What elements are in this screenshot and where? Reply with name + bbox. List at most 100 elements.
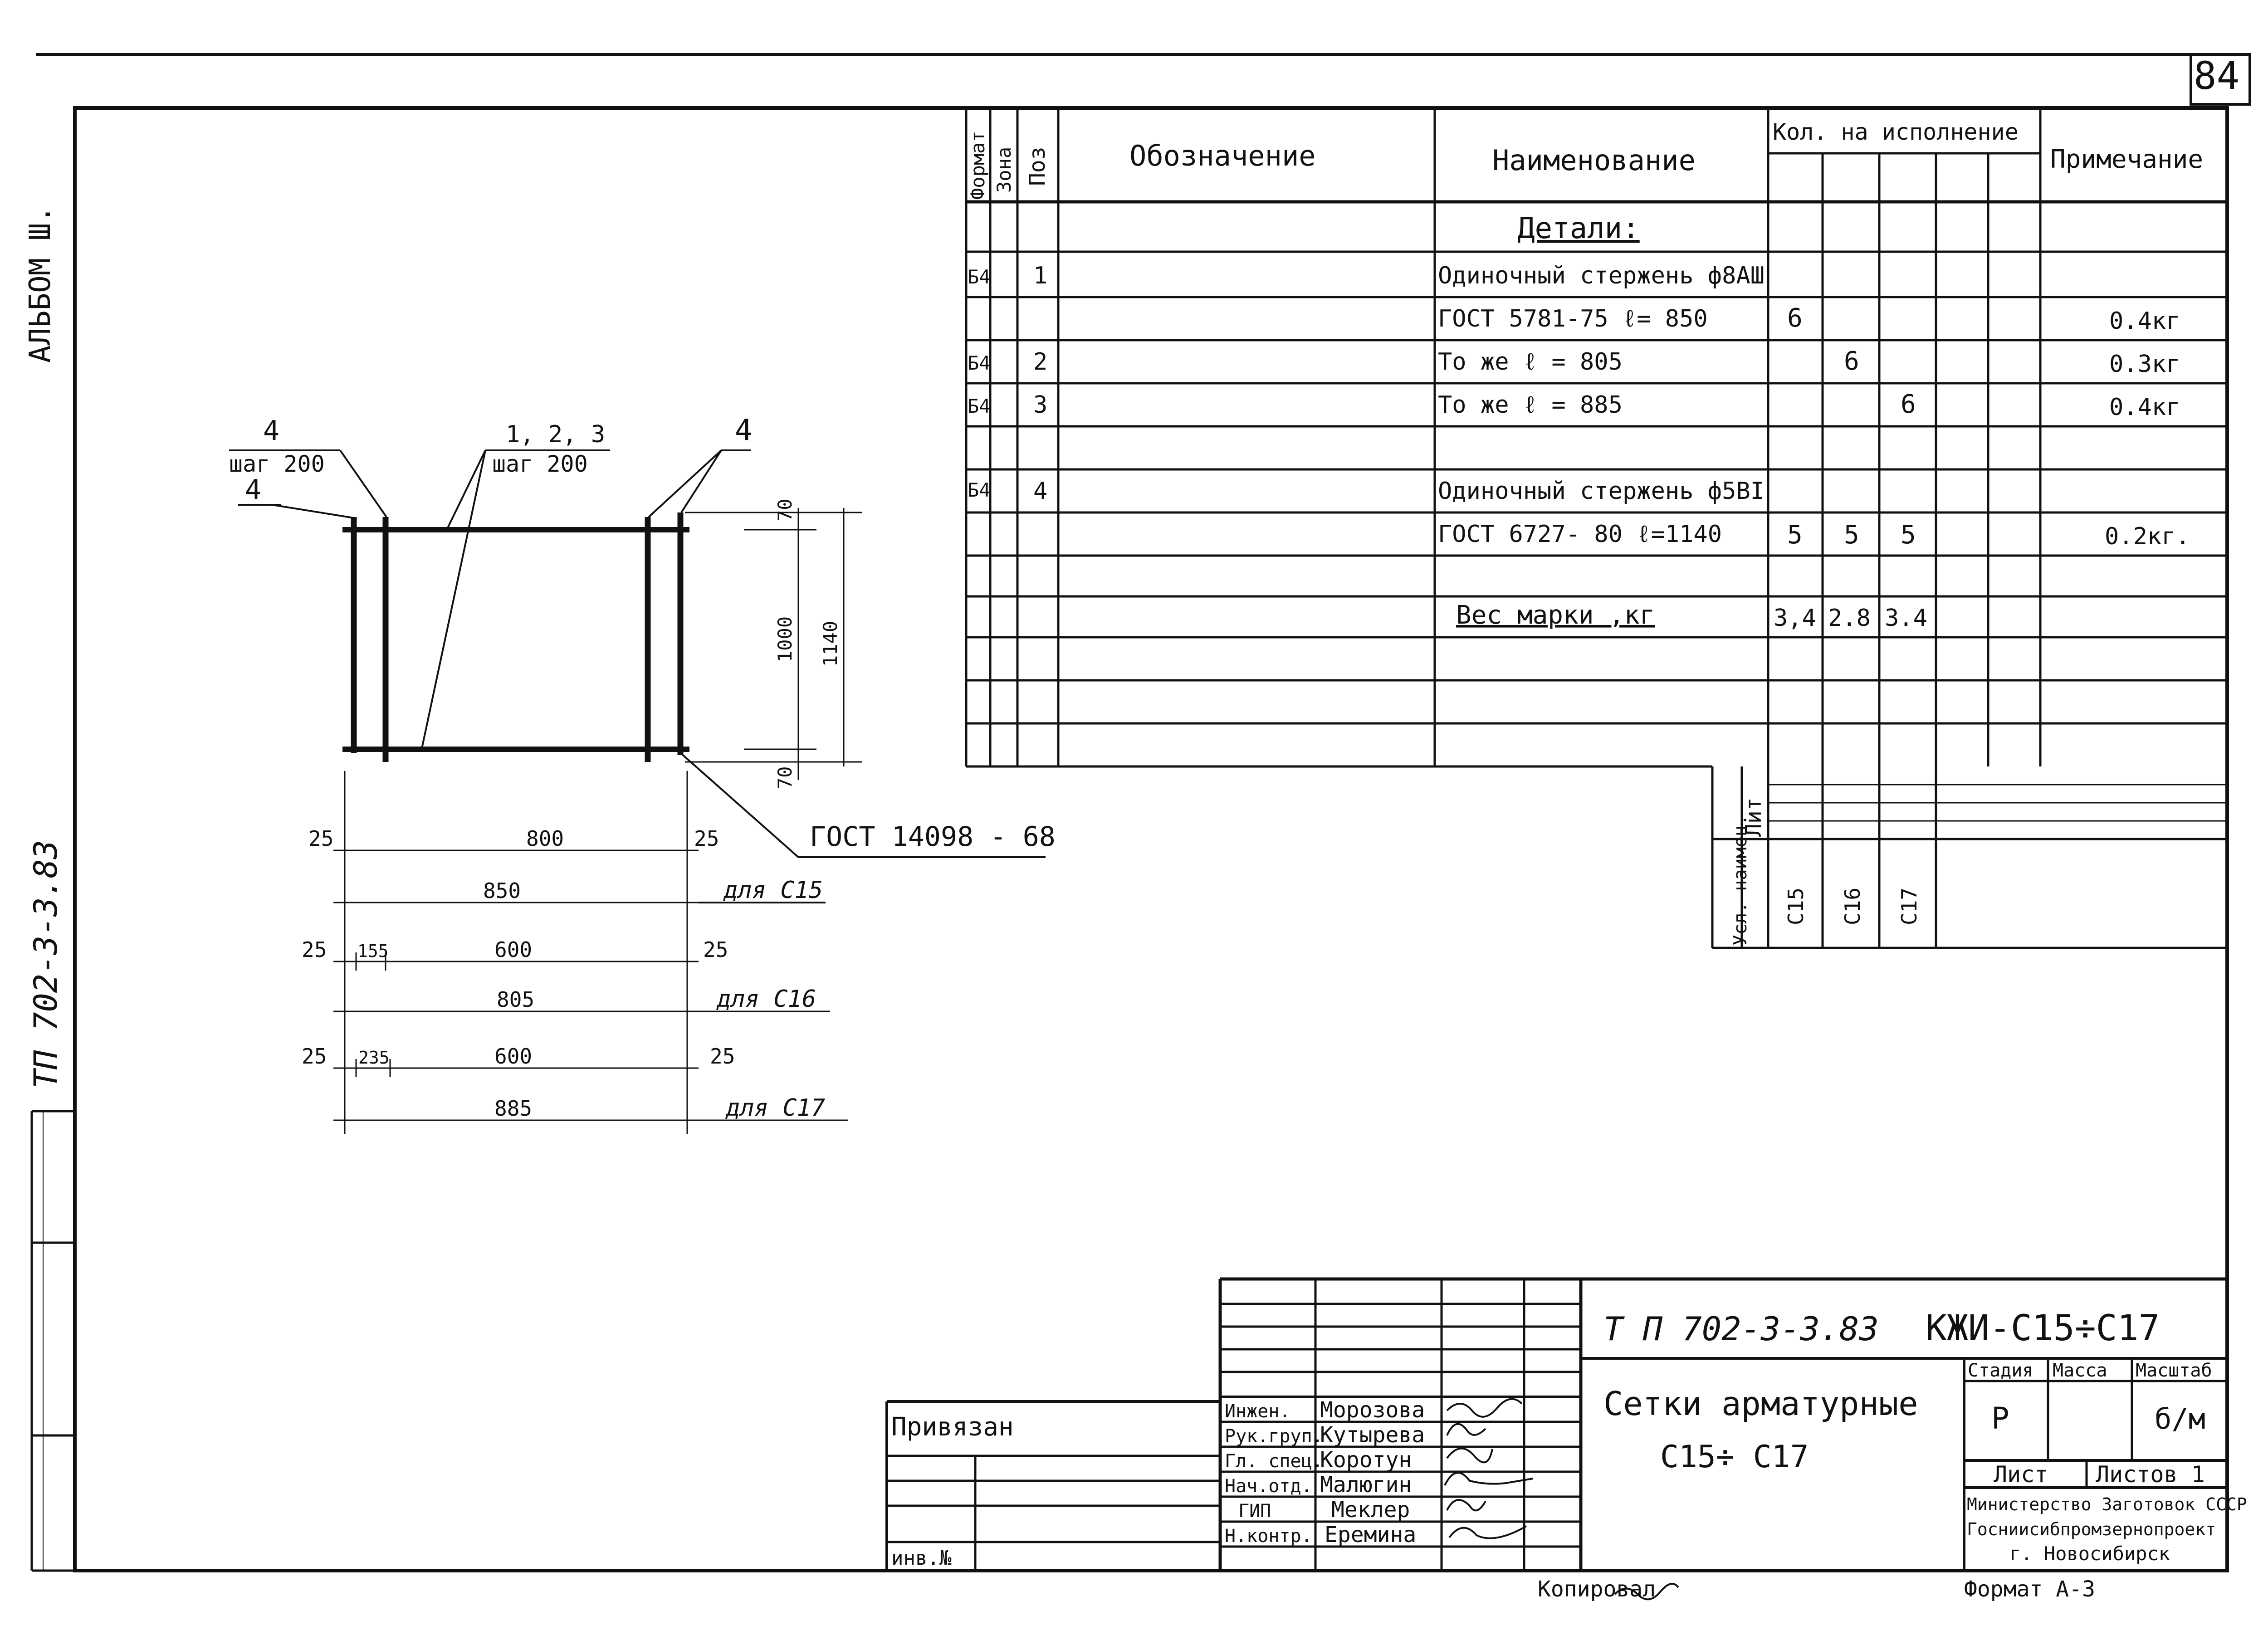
c16-dim-total: 805 xyxy=(497,987,534,1012)
row7-name: ГОСТ 6727- 80 ℓ=1140 xyxy=(1438,521,1722,548)
row3-note: 0.3кг xyxy=(2109,351,2180,378)
mesh-drawing xyxy=(229,449,1046,1134)
row4-format: Б4 xyxy=(968,395,991,417)
scale-label: Масштаб xyxy=(2136,1360,2212,1381)
header-designation: Обозначение xyxy=(1129,139,1316,172)
row2-note: 0.4кг xyxy=(2109,307,2180,335)
c15-dim-right: 25 xyxy=(694,826,719,851)
drawing-title-2: С15÷ С17 xyxy=(1660,1439,1809,1475)
c17-dim-mid: 600 xyxy=(494,1044,532,1069)
c16-dim-right: 25 xyxy=(703,937,728,962)
row3-q2: 6 xyxy=(1844,347,1859,376)
header-name: Наименование xyxy=(1492,144,1696,177)
gost-weld: ГОСТ 14098 - 68 xyxy=(810,821,1056,853)
row9-q2: 2.8 xyxy=(1828,605,1871,632)
sheet-label: Лист xyxy=(1994,1461,2048,1488)
variant-c16: С16 xyxy=(1840,888,1865,925)
c15-dim-left: 25 xyxy=(308,826,333,851)
c15-label: для С15 xyxy=(723,877,823,904)
org-line3: г. Новосибирск xyxy=(2009,1542,2170,1565)
row1-name: Одиночный стержень ф8АШ xyxy=(1438,262,1765,289)
signer-name-3: Коротун xyxy=(1320,1447,1412,1473)
row1-format: Б4 xyxy=(968,266,991,288)
row2-q1: 6 xyxy=(1787,303,1803,333)
dim-1140: 1140 xyxy=(819,621,841,667)
sheets-label: Листов 1 xyxy=(2096,1461,2205,1488)
row6-pos: 4 xyxy=(1033,478,1047,505)
drawing-mark: КЖИ-С15÷С17 xyxy=(1926,1308,2160,1349)
row4-q3: 6 xyxy=(1901,390,1916,419)
signer-name-6: Еремина xyxy=(1325,1522,1416,1547)
signer-role-6: Н.контр. xyxy=(1225,1526,1312,1547)
header-pos: Поз xyxy=(1025,146,1050,186)
org-line2: Госниисибпромзернопроект xyxy=(1967,1519,2216,1539)
section-details: Детали: xyxy=(1517,212,1640,245)
inv-label: инв.№ xyxy=(891,1547,952,1570)
c16-dim-mid: 600 xyxy=(494,937,532,962)
label-step-center: шаг 200 xyxy=(492,451,588,477)
c17-dim-step: 235 xyxy=(358,1048,390,1068)
row3-format: Б4 xyxy=(968,352,991,374)
c17-dim-left: 25 xyxy=(302,1044,327,1069)
c17-dim-total: 885 xyxy=(494,1096,532,1121)
row9-q3: 3.4 xyxy=(1885,605,1927,632)
c17-label: для С17 xyxy=(725,1094,825,1122)
row4-pos: 3 xyxy=(1033,391,1047,419)
row9-q1: 3,4 xyxy=(1774,605,1816,632)
header-note: Примечание xyxy=(2050,145,2203,174)
row7-q1: 5 xyxy=(1787,520,1803,550)
format-label: Формат А-3 xyxy=(1964,1576,2095,1602)
mass-label: Масса xyxy=(2053,1360,2107,1381)
label-bars-123: 1, 2, 3 xyxy=(506,421,605,448)
signer-role-5: ГИП xyxy=(1238,1501,1271,1522)
row4-name: То же ℓ = 885 xyxy=(1438,391,1623,419)
signer-role-3: Гл. спец. xyxy=(1225,1451,1323,1472)
label-bar4-top: 4 xyxy=(263,415,279,447)
margin-project: ТП 702-3-3.83 xyxy=(27,840,64,1088)
linked-label: Привязан xyxy=(891,1412,1014,1442)
label-bar4-mid: 4 xyxy=(245,474,261,506)
row7-note: 0.2кг. xyxy=(2105,523,2190,550)
dim-1000: 1000 xyxy=(774,616,796,662)
header-format: Формат xyxy=(967,131,989,200)
label-step-left: шаг 200 xyxy=(229,451,325,477)
row3-pos: 2 xyxy=(1033,348,1047,376)
drawing-title-1: Сетки арматурные xyxy=(1603,1385,1918,1423)
dim-70-bottom: 70 xyxy=(774,766,796,789)
variant-name-label: Усл. наимен. xyxy=(1730,815,1751,946)
project-code: Т П 702-3-3.83 xyxy=(1603,1310,1879,1348)
row9-name: Вес марки ,кг xyxy=(1456,600,1655,630)
signer-name-5: Меклер xyxy=(1331,1497,1410,1523)
title-block xyxy=(885,1277,2227,1571)
row6-name: Одиночный стержень ф5ВI xyxy=(1438,478,1765,505)
variant-c15: С15 xyxy=(1784,888,1808,925)
sheet-number: 84 xyxy=(2194,54,2240,98)
header-zone: Зона xyxy=(993,147,1015,193)
c17-dim-right: 25 xyxy=(710,1044,735,1069)
signer-name-4: Малюгин xyxy=(1320,1472,1412,1498)
scale-value: б/м xyxy=(2155,1402,2205,1435)
stage-value: Р xyxy=(1991,1401,2009,1436)
row7-q3: 5 xyxy=(1901,520,1916,550)
org-line1: Министерство Заготовок СССР xyxy=(1967,1494,2247,1514)
signer-role-2: Рук.груп. xyxy=(1225,1426,1323,1447)
label-bar4-right: 4 xyxy=(735,414,753,447)
lit-label: Лит xyxy=(1741,797,1766,837)
c16-dim-step: 155 xyxy=(357,941,389,961)
signer-name-2: Кутырева xyxy=(1320,1422,1425,1448)
signer-role-1: Инжен. xyxy=(1225,1401,1290,1422)
signatures xyxy=(1444,1398,1679,1601)
c15-dim-total: 850 xyxy=(483,879,521,903)
stage-label: Стадия xyxy=(1968,1360,2033,1381)
margin-album: АЛЬБОМ Ш. xyxy=(24,205,57,363)
signer-name-1: Морозова xyxy=(1320,1397,1425,1423)
row6-format: Б4 xyxy=(968,479,991,501)
row7-q2: 5 xyxy=(1844,520,1859,550)
c16-label: для С16 xyxy=(716,986,816,1013)
row1-pos: 1 xyxy=(1033,262,1047,289)
header-qty: Кол. на исполнение xyxy=(1773,119,2019,145)
signer-role-4: Нач.отд. xyxy=(1225,1476,1312,1497)
c15-dim-mid: 800 xyxy=(526,826,564,851)
variant-c17: С17 xyxy=(1897,888,1921,925)
